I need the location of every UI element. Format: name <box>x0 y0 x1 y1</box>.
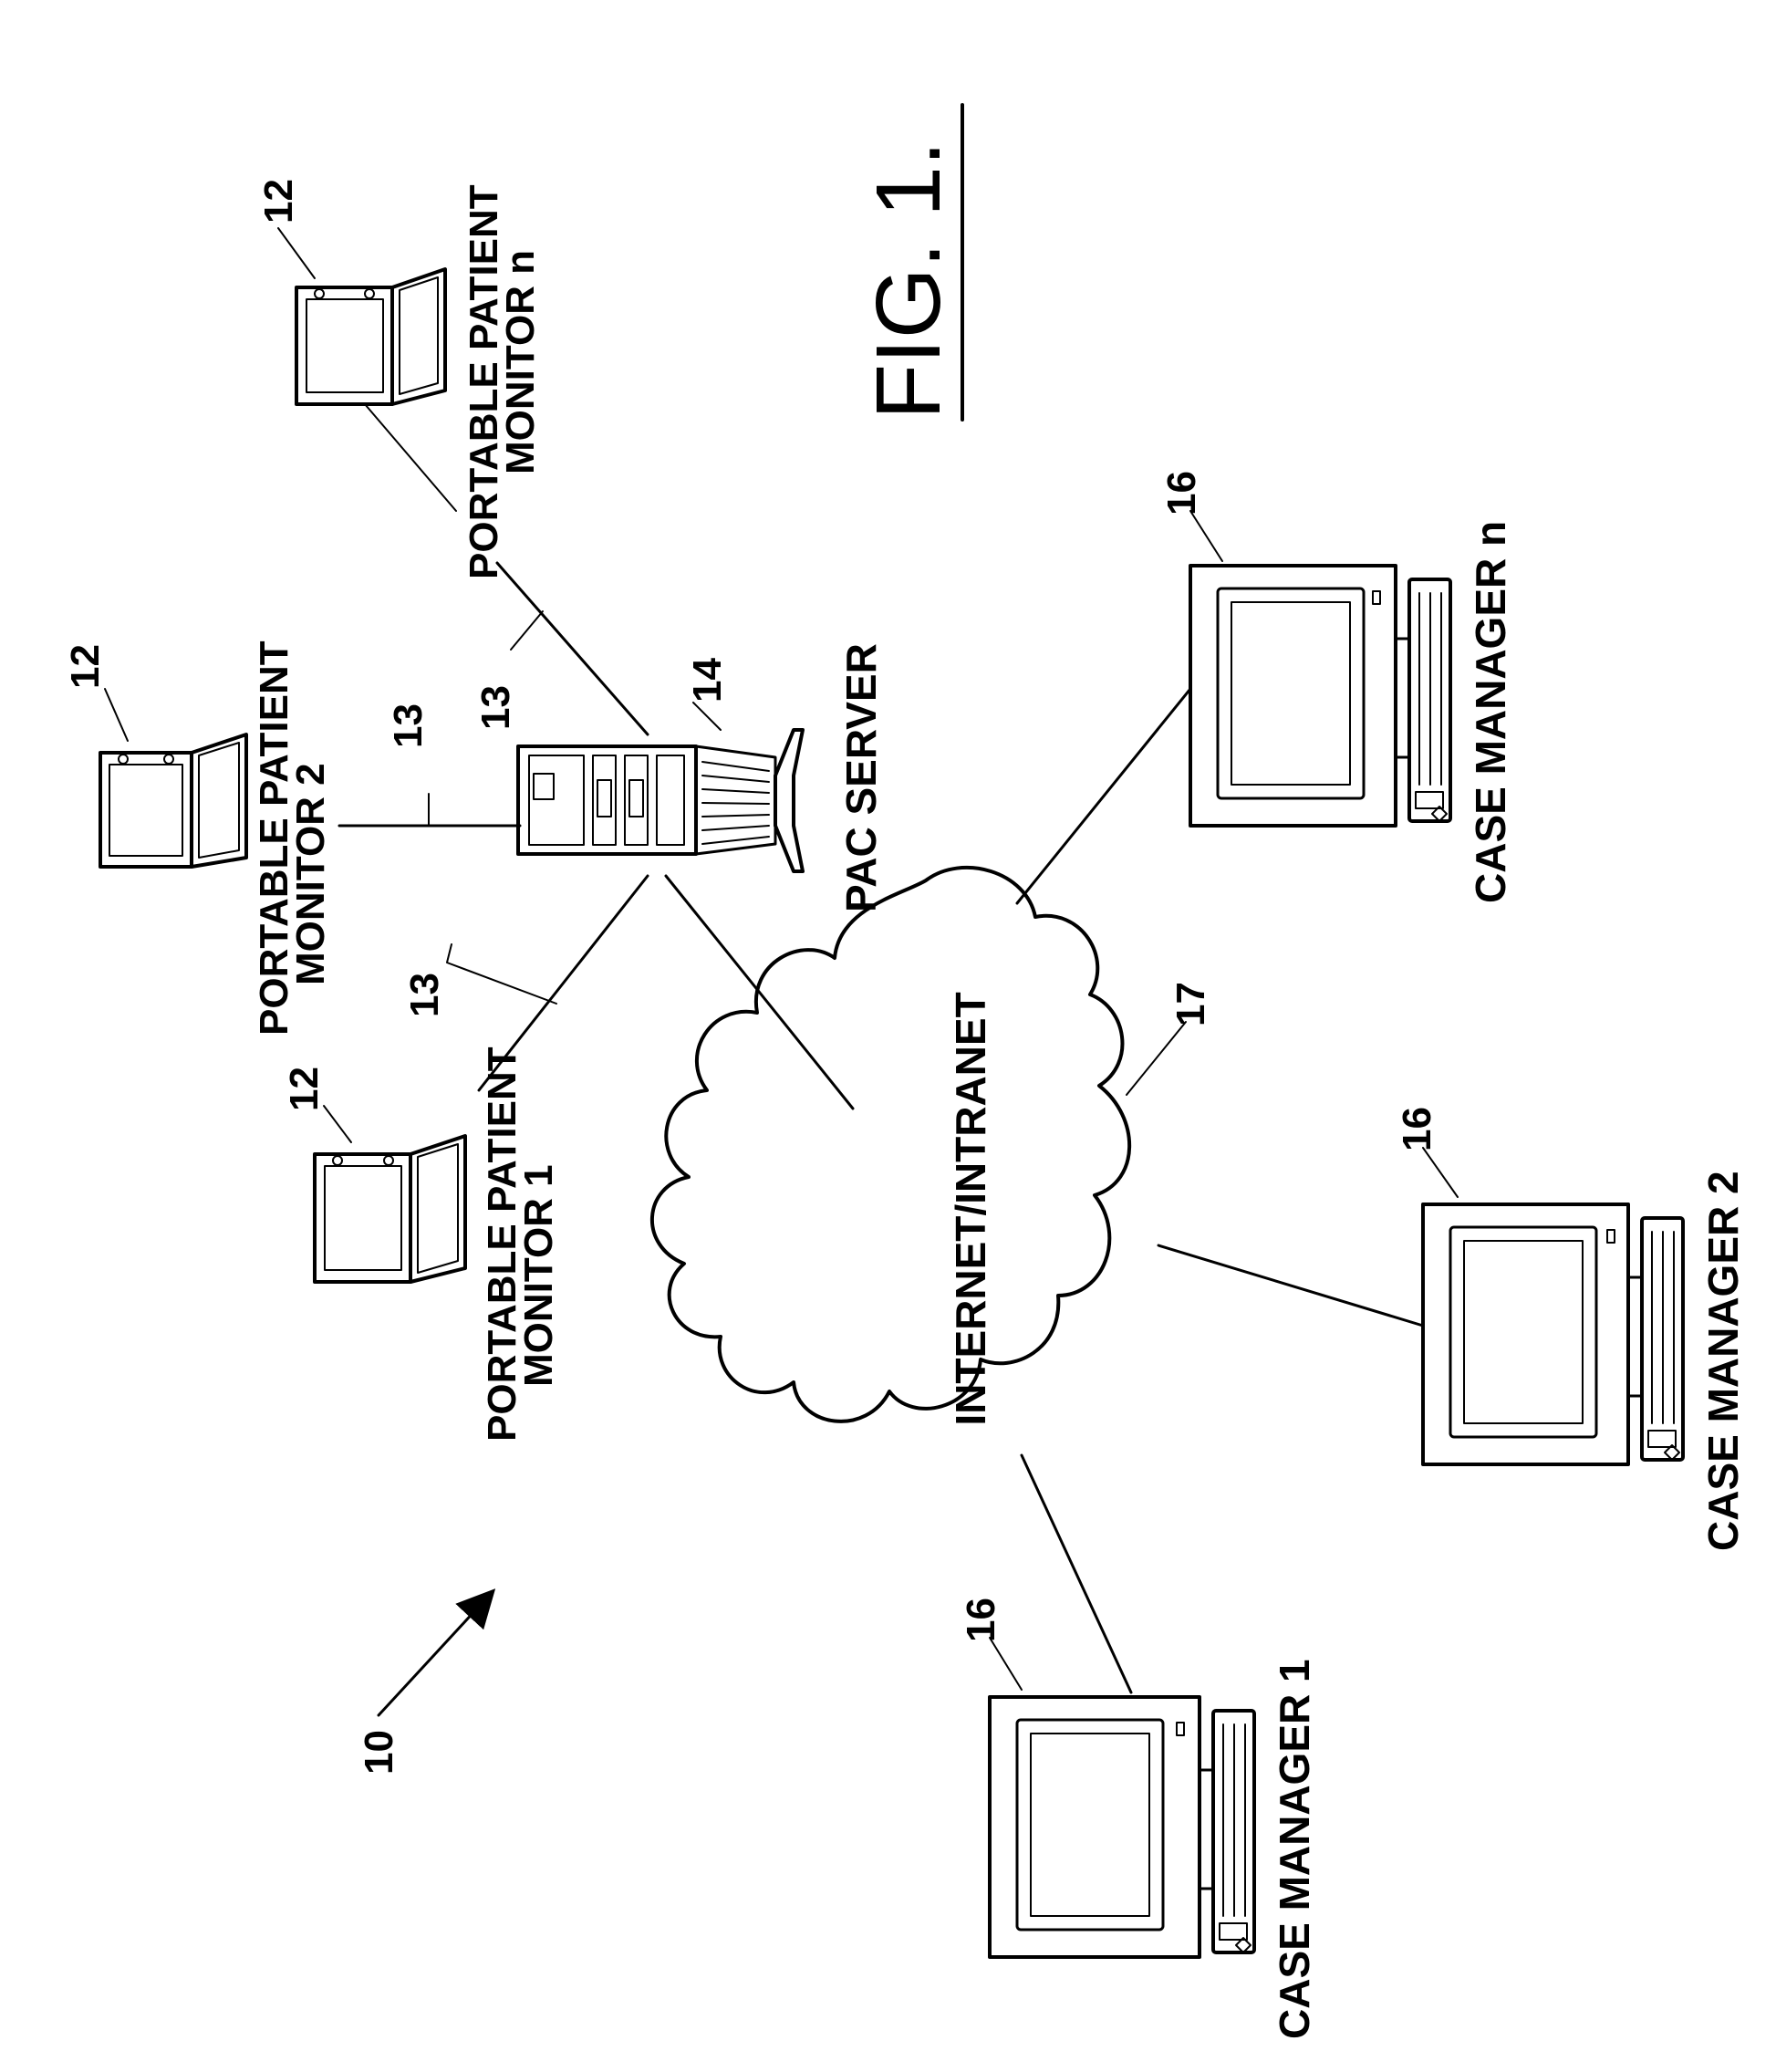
pac-server: PAC SERVER 14 <box>518 643 885 912</box>
monitorn-ref-leader <box>278 228 315 278</box>
manager2-ref-label: 16 <box>1395 1107 1439 1151</box>
network-cloud: INTERNET/INTRANET 17 <box>652 868 1213 1426</box>
server-ref-label: 14 <box>685 658 730 703</box>
case-manager-1: CASE MANAGER 1 16 <box>959 1598 1318 2039</box>
portable-monitor-n: PORTABLE PATIENT MONITOR n 12 13 <box>256 179 543 730</box>
laptop-icon <box>315 1136 465 1282</box>
managern-ref-leader <box>1190 511 1222 561</box>
figure-title: FIG. 1. <box>857 105 962 420</box>
monitorn-label-line2: MONITOR n <box>498 250 543 474</box>
system-reference: 10 <box>357 1597 488 1775</box>
link-network-manager2 <box>1158 1245 1423 1326</box>
monitor2-ref-leader <box>105 689 128 741</box>
manager2-ref-leader <box>1423 1148 1458 1197</box>
manager1-ref-label: 16 <box>959 1598 1003 1642</box>
link13-ref-leader-n <box>511 611 543 650</box>
manager1-ref-leader <box>990 1638 1022 1690</box>
link13-ref-label-n: 13 <box>473 685 518 730</box>
link-server-network <box>666 876 853 1109</box>
portable-monitor-1: PORTABLE PATIENT MONITOR 1 12 13 <box>282 944 561 1442</box>
system-ref-label: 10 <box>357 1730 401 1775</box>
laptop-icon <box>100 734 246 867</box>
server-icon <box>518 730 803 871</box>
server-label: PAC SERVER <box>837 643 885 912</box>
link-network-manager1 <box>1022 1455 1131 1692</box>
monitor2-ref-label: 12 <box>63 644 108 689</box>
manager1-label: CASE MANAGER 1 <box>1271 1659 1318 2039</box>
cloud-icon <box>652 868 1129 1421</box>
laptop-icon <box>296 269 445 404</box>
link-network-managern <box>1017 689 1190 903</box>
monitorn-ref-ext <box>365 404 456 511</box>
portable-monitor-2: PORTABLE PATIENT MONITOR 2 12 13 <box>63 640 431 1036</box>
managern-ref-label: 16 <box>1159 471 1204 515</box>
monitor2-label-line2: MONITOR 2 <box>288 763 333 985</box>
monitor1-ref-label: 12 <box>282 1067 327 1111</box>
system-arrow <box>379 1597 488 1715</box>
managern-label: CASE MANAGER n <box>1467 521 1514 903</box>
network-ref-leader <box>1127 1022 1186 1095</box>
monitor1-label-line2: MONITOR 1 <box>516 1164 561 1387</box>
link13-ref-leader-1 <box>447 944 556 1004</box>
case-manager-n: CASE MANAGER n 16 <box>1159 471 1514 903</box>
monitor1-ref-leader <box>324 1106 351 1142</box>
manager2-label: CASE MANAGER 2 <box>1699 1171 1747 1551</box>
network-label: INTERNET/INTRANET <box>947 992 994 1425</box>
network-ref-label: 17 <box>1168 982 1213 1026</box>
monitorn-ref-label: 12 <box>256 179 301 224</box>
figure-title-text: FIG. 1. <box>857 141 960 420</box>
link13-ref-label-1: 13 <box>402 973 447 1017</box>
link-monitorn-server <box>497 563 648 734</box>
desktop-computer-icon <box>1190 566 1450 826</box>
case-manager-2: CASE MANAGER 2 16 <box>1395 1107 1747 1551</box>
server-ref-leader <box>693 703 721 730</box>
link13-ref-label-2: 13 <box>386 703 431 748</box>
desktop-computer-icon <box>990 1697 1254 1957</box>
desktop-computer-icon <box>1423 1204 1683 1464</box>
